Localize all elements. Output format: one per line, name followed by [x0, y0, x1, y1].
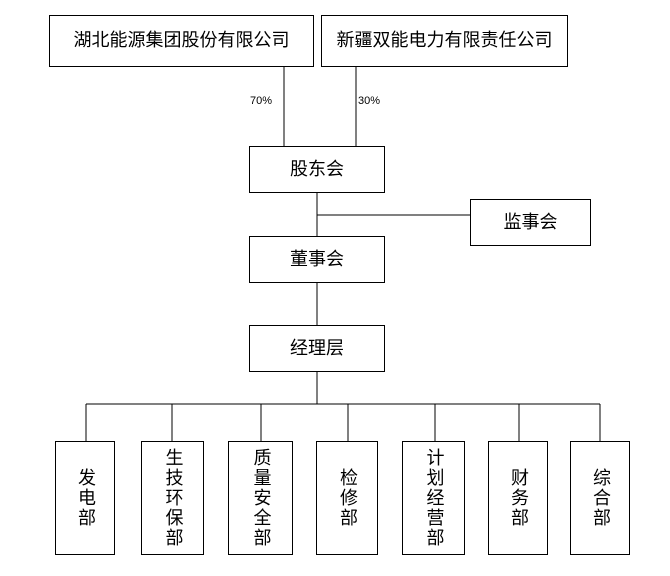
- shareholder-xinjiang-box: 新疆双能电力有限责任公司: [321, 15, 568, 67]
- dept-label-2: 生技环保部: [162, 448, 184, 548]
- shareholders-meeting-box: 股东会: [249, 146, 385, 193]
- dept-label-6: 财务部: [508, 468, 529, 528]
- dept-box-1: 发电部: [55, 441, 115, 555]
- management-box: 经理层: [249, 325, 385, 372]
- dept-box-7: 综合部: [570, 441, 630, 555]
- dept-label-4: 检修部: [337, 468, 358, 528]
- dept-box-5: 计划经营部: [402, 441, 465, 555]
- dept-label-7: 综合部: [590, 468, 611, 528]
- board-box: 董事会: [249, 236, 385, 283]
- shareholder-hubei-label: 湖北能源集团股份有限公司: [73, 30, 290, 51]
- dept-label-3: 质量安全部: [250, 448, 272, 548]
- dept-label-5: 计划经营部: [423, 448, 445, 548]
- supervisor-box: 监事会: [470, 199, 591, 246]
- shareholders-meeting-label: 股东会: [290, 158, 344, 180]
- dept-label-1: 发电部: [75, 468, 96, 528]
- hubei-share-percent: 70%: [250, 95, 273, 107]
- board-label: 董事会: [290, 248, 344, 270]
- dept-box-3: 质量安全部: [228, 441, 293, 555]
- shareholder-xinjiang-label: 新疆双能电力有限责任公司: [336, 30, 553, 51]
- xinjiang-share-percent: 30%: [358, 95, 381, 107]
- dept-box-4: 检修部: [316, 441, 378, 555]
- management-label: 经理层: [290, 337, 344, 359]
- shareholder-hubei-box: 湖北能源集团股份有限公司: [49, 15, 314, 67]
- dept-box-6: 财务部: [488, 441, 548, 555]
- dept-box-2: 生技环保部: [141, 441, 204, 555]
- supervisor-label: 监事会: [503, 211, 558, 233]
